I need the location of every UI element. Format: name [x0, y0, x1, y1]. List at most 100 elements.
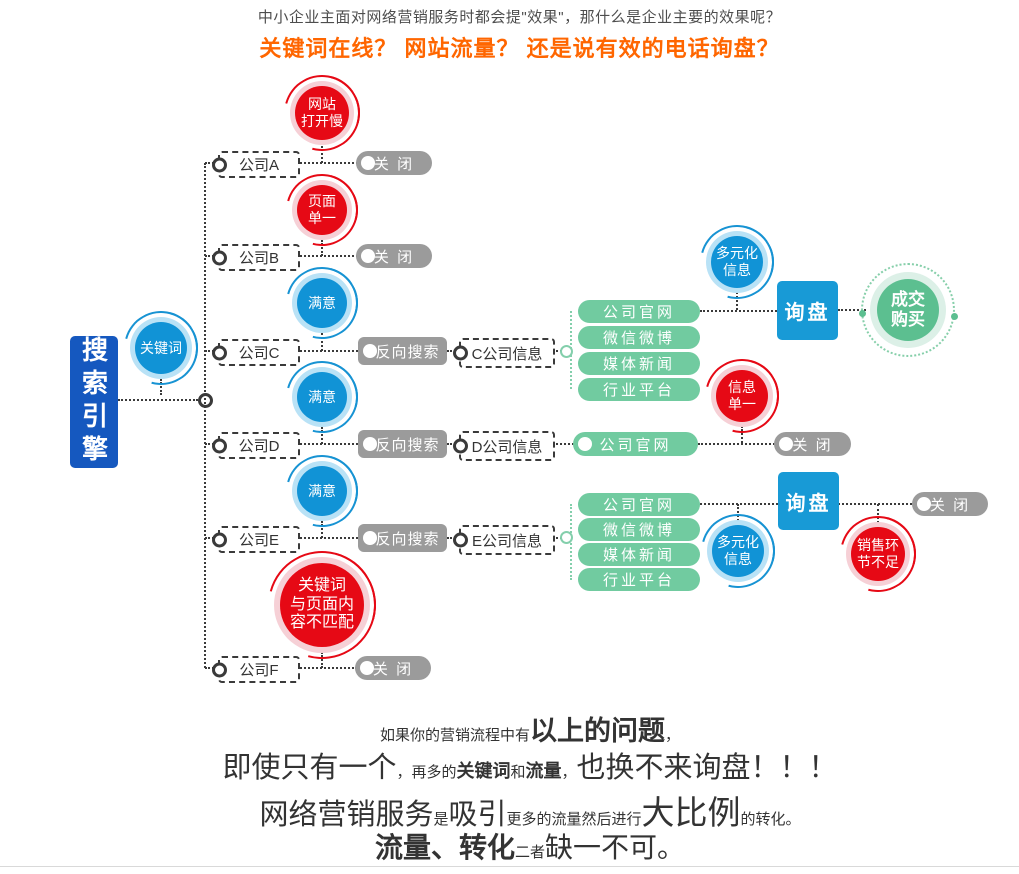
circle-fill [297, 278, 347, 328]
info-box-c: C公司信息 [453, 338, 555, 368]
close-pill-a: 关 闭 [356, 151, 432, 175]
green-node-e [560, 531, 573, 544]
company-d-label: 公司D [238, 438, 280, 455]
pill-dot [361, 249, 375, 263]
pill-dot [361, 156, 375, 170]
keyword-circle-fill [135, 322, 187, 374]
info-box-node [453, 345, 468, 361]
footer-text: 吸引 [448, 799, 507, 831]
diversified-info-circle-1: 多元化 信息 [686, 211, 788, 313]
info-box-node [453, 532, 468, 548]
footer-text: 和 [510, 764, 526, 781]
company-a-label: 公司A [238, 157, 279, 174]
satisfied-circle-2: 满意 [272, 347, 372, 447]
circle-fill [295, 86, 349, 140]
dotted-connector [838, 309, 866, 311]
dotted-connector [321, 240, 323, 256]
footer-text: 流量 [525, 761, 562, 781]
footer-line-4: 流量、转化二者缺一不可。 [40, 826, 1019, 866]
pill-dot [917, 497, 931, 511]
company-e-label: 公司E [238, 532, 279, 549]
company-d-node [212, 438, 227, 453]
company-c-box: 公司C [212, 339, 300, 366]
diversified-info-circle-2: 多元化 信息 [687, 500, 789, 602]
footer-text: 再多的 [411, 764, 457, 781]
circle-fill [716, 370, 768, 422]
pill-label: 公司官网 [602, 304, 675, 321]
close-label: 关 闭 [373, 155, 415, 173]
dotted-connector [551, 350, 566, 352]
footer-text: 更多的流量然后进行 [506, 811, 642, 828]
footer-text: 大比例 [641, 794, 741, 831]
deal-ring-dot [859, 310, 866, 317]
bottom-divider [0, 866, 1019, 867]
company-e-box: 公司E [212, 526, 300, 553]
green-pill-wechat-weibo-e: 微信微博 [578, 518, 700, 541]
company-d-box: 公司D [212, 432, 300, 459]
circle-fill [297, 372, 347, 422]
dotted-connector [741, 426, 743, 443]
dotted-connector [737, 504, 739, 521]
footer-text: 二者 [514, 844, 545, 861]
slow-site-label: 网站 打开慢 [301, 96, 343, 129]
main-spine-line [204, 163, 206, 668]
keyword-circle: 关键词 [110, 297, 212, 399]
footer-text: 如果你的营销流程中有 [379, 727, 530, 744]
deal-ring-dot [951, 313, 958, 321]
company-f-box: 公司F [212, 656, 300, 683]
satisfied-label: 满意 [308, 294, 336, 311]
close-pill-f: 关 闭 [355, 656, 431, 680]
footer-text: 的转化。 [740, 811, 801, 828]
pill-label: 公司官网 [602, 497, 675, 514]
footer-text: 即使只有一个 [222, 752, 397, 784]
problem-circle-keyword-mismatch: 关键词 与页面内 容不匹配 [248, 531, 396, 679]
company-b-node [212, 250, 227, 265]
footer-text: 是 [433, 811, 449, 828]
dotted-connector [321, 333, 323, 351]
footer-line-3: 网络营销服务是吸引更多的流量然后进行大比例的转化。 [40, 786, 1019, 834]
info-box-e-label: E公司信息 [471, 532, 542, 550]
diversified-info-label: 多元化 信息 [716, 245, 758, 278]
dotted-connector [877, 504, 879, 523]
close-label: 关 闭 [929, 496, 971, 514]
dotted-connector [551, 537, 566, 539]
header-title: 关键词在线？ 网站流量？ 还是说有效的电话询盘？ [259, 36, 780, 61]
dotted-connector [736, 292, 738, 310]
circle-fill [711, 236, 763, 288]
green-node-c [560, 345, 573, 358]
box-dot [363, 531, 377, 545]
footer-text: ， [561, 764, 577, 781]
single-page-label: 页面 单一 [308, 193, 336, 226]
box-dot [363, 344, 377, 358]
green-pill-media-news: 媒体新闻 [578, 352, 700, 375]
problem-circle-slow-site: 网站 打开慢 [270, 61, 374, 165]
pill-label: 微信微博 [602, 330, 675, 347]
footer-text: 以上的问题 [530, 716, 665, 746]
footer-text: ， [396, 764, 412, 781]
company-c-label: 公司C [238, 345, 280, 362]
pill-dot [578, 437, 592, 451]
close-pill-b: 关 闭 [356, 244, 432, 268]
circle-fill [280, 563, 364, 647]
circle-fill [297, 466, 347, 516]
keyword-label: 关键词 [140, 339, 182, 356]
close-pill-d: 关 闭 [774, 432, 851, 456]
company-f-label: 公司F [239, 662, 279, 679]
close-label: 关 闭 [373, 248, 415, 266]
info-box-node [453, 438, 468, 454]
close-pill-e: 关 闭 [912, 492, 988, 516]
info-box-c-label: C公司信息 [471, 345, 543, 363]
search-engine-box: 搜索引擎 [70, 336, 118, 468]
inquiry-label: 询盘 [785, 492, 832, 515]
pill-label: 微信微博 [602, 522, 675, 539]
search-engine-label: 搜索引擎 [78, 336, 109, 468]
header-subtitle: 中小企业主面对网络营销服务时都会提"效果"，那什么是企业主要的效果呢？ [257, 9, 782, 26]
company-b-label: 公司B [238, 250, 279, 267]
green-pill-media-news-e: 媒体新闻 [578, 543, 700, 566]
footer-text: 关键词 [456, 761, 511, 781]
reverse-search-box-e: 反向搜索 [358, 524, 447, 552]
green-pill-official-site: 公司官网 [578, 300, 700, 323]
satisfied-label: 满意 [308, 482, 336, 499]
dotted-connector [700, 310, 777, 312]
green-pill-industry-platform-e: 行业平台 [578, 568, 700, 591]
